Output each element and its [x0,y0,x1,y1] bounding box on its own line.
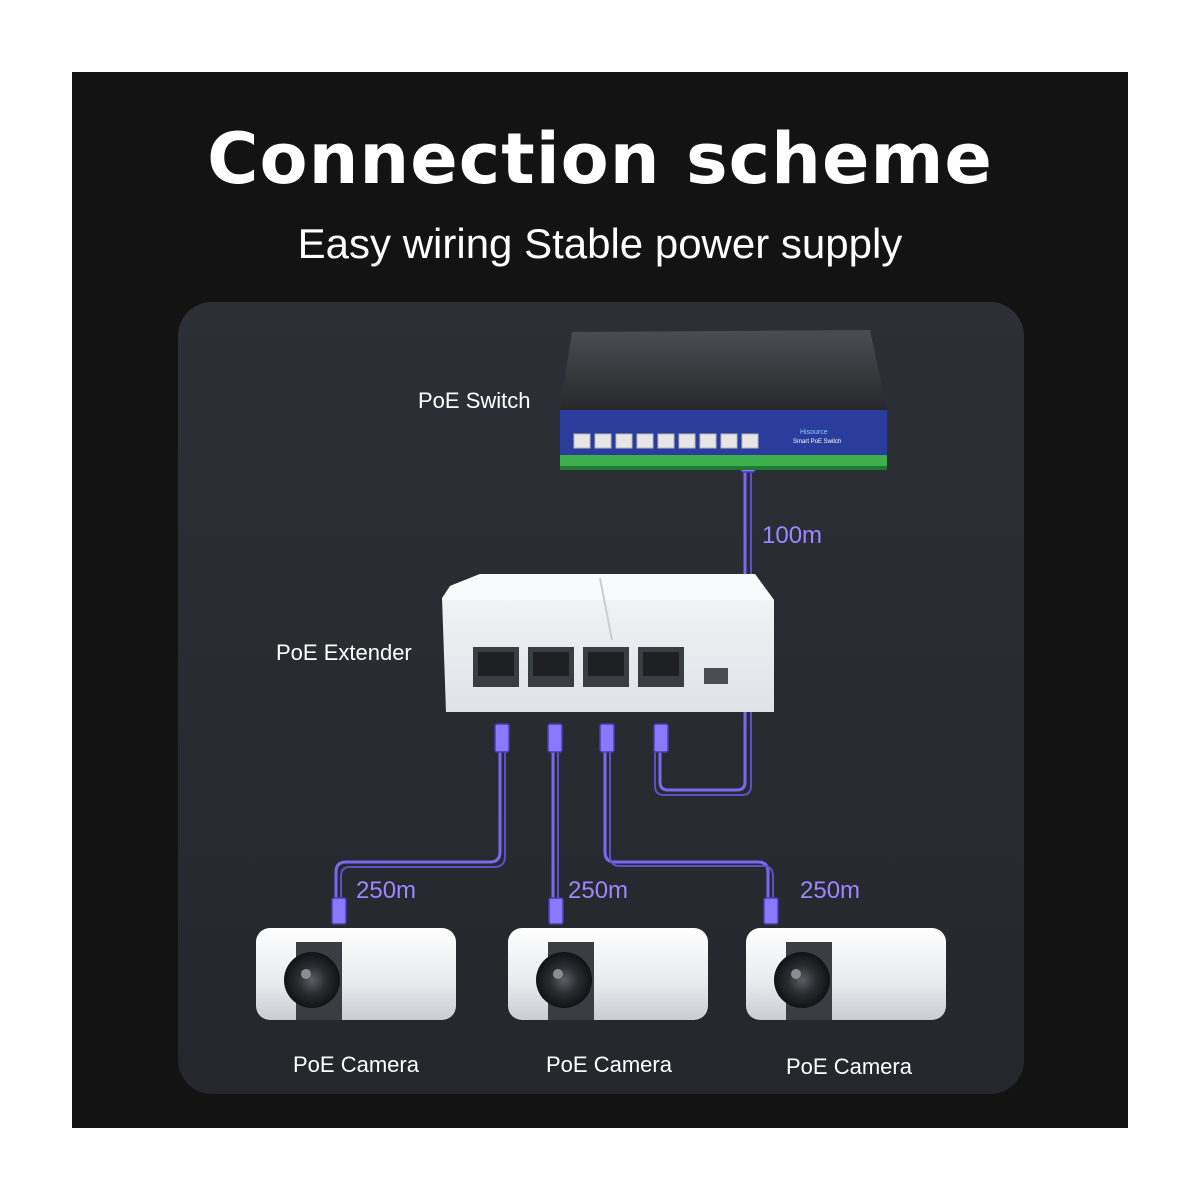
rj45-plugs [331,445,779,925]
cable-switch-to-extender [658,470,747,792]
distance-camera-3: 250m [800,877,861,904]
camera-2-label: PoE Camera [546,1052,672,1077]
camera-2-image [508,928,708,1020]
poe-extender-image [442,574,774,712]
distance-camera-2: 250m [568,877,629,904]
plug-extender-port-2 [547,723,563,753]
camera-1-label: PoE Camera [293,1052,419,1077]
poe-switch-image: Hisource Smart PoE Switch [560,330,887,470]
cable-extender-to-camera-1 [334,752,502,900]
page-subtitle: Easy wiring Stable power supply [297,220,903,267]
plug-camera-2 [548,897,564,925]
camera-1-image [256,928,456,1020]
plug-extender-port-3 [599,723,615,753]
distance-camera-1: 250m [356,877,417,904]
plug-camera-1 [331,897,347,925]
switch-ports [573,433,759,449]
camera-3-label: PoE Camera [786,1054,912,1079]
poe-extender-label: PoE Extender [276,640,412,665]
switch-brand: Hisource [800,429,828,436]
page-title: Connection scheme [207,118,993,200]
distance-switch-to-extender: 100m [762,522,823,549]
plug-camera-3 [763,897,779,925]
cables [334,470,774,900]
plug-extender-port-4 [653,723,669,753]
poe-switch-label: PoE Switch [418,388,531,413]
camera-3-image [746,928,946,1020]
extender-ports [473,647,728,687]
cable-extender-to-camera-3 [603,752,770,900]
plug-extender-port-1 [494,723,510,753]
switch-model: Smart PoE Switch [793,439,841,445]
